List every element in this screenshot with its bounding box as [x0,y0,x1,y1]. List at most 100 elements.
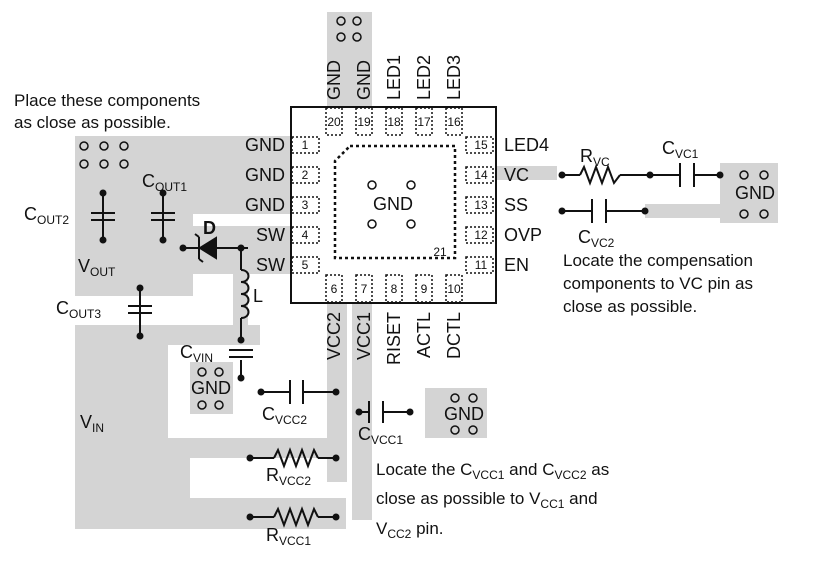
ic-pin-number: 4 [302,228,309,242]
ic-pin-number: 11 [475,258,488,272]
via [406,180,416,190]
ic-pin-pad [355,107,373,136]
components [91,163,695,528]
ic-pin-number: 19 [357,115,371,129]
via [214,400,224,410]
via [406,219,416,229]
cvc2-capacitor-symbol [591,199,607,223]
ic-pin-name: SW [256,255,285,275]
ic-pin-name: LED1 [384,55,404,100]
inductor-label: L [253,286,263,306]
ic-pin-number: 8 [391,282,398,296]
via [336,16,346,26]
junction-dot [716,171,724,179]
ic-pin-pad [415,107,433,136]
ic-pin-name: SS [504,195,528,215]
cvc1-capacitor-symbol [679,163,695,187]
cvin-capacitor-symbol [229,349,253,358]
notes: Place these components as close as possi… [14,91,753,541]
note-vcc-line-2: close as possible to VCC1 and [376,489,598,511]
ic-pin-name: ACTL [414,312,434,358]
via [99,141,109,151]
ic-pin-name: GND [354,60,374,100]
via [759,209,769,219]
via [367,180,377,190]
ic-pin-pad [291,136,320,154]
ic-pin-number: 10 [447,282,461,296]
copper-vin-top [75,325,260,345]
note-vcc-line-1: Locate the CVCC1 and CVCC2 as [376,460,609,482]
via [336,32,346,42]
diode-label: D [203,218,216,238]
rvcc1-label: RVCC1 [266,525,311,548]
vin-label: VIN [80,412,104,435]
via [197,400,207,410]
ic-pin-pad [385,107,403,136]
ic-pin-pad [465,256,494,274]
cout1-label: COUT1 [142,171,187,194]
component-labels: COUT1 COUT2 VOUT COUT3 D L CVIN VIN CVCC… [24,138,775,548]
ic-pin-name: VCC1 [354,312,374,360]
copper-vin-mid2 [168,458,190,498]
via [450,393,460,403]
ic-pin-name: GND [245,135,285,155]
copper-sw [168,226,293,274]
ic-pin-pad [385,274,403,303]
copper-vin-mid [168,438,346,458]
ic-pin-pad [325,107,343,136]
ic-pin-number: 3 [302,198,309,212]
ic-pin-number: 12 [474,228,488,242]
via [468,425,478,435]
ic-pin-pad [465,196,494,214]
via [197,367,207,377]
cvin-label: CVIN [180,342,213,365]
rvcc1-resistor-symbol [273,506,319,528]
copper-vin-left [75,325,168,529]
ic-pin-pad [445,274,463,303]
junction-dot [246,513,254,521]
ic-pin-pad [355,274,373,303]
junction-dot [136,332,144,340]
copper-left-gnd [75,136,293,214]
junction-dot [641,207,649,215]
junction-dot [159,236,167,244]
cvc2-label: CVC2 [578,227,615,250]
ic-pin-name: LED4 [504,135,549,155]
junction-dot [332,513,340,521]
via [79,141,89,151]
junction-dot [179,244,187,252]
ic-pin-name: EN [504,255,529,275]
ic-pin-number: 6 [331,282,338,296]
ic-pin-pad [415,274,433,303]
via [119,159,129,169]
junction-dot [355,408,363,416]
copper-vcc1-trace [352,300,372,398]
ic-pin-name: VCC2 [324,312,344,360]
via [739,170,749,180]
rvcc2-resistor-symbol [273,447,319,469]
ic-pin-number: 18 [387,115,401,129]
rvc-resistor-symbol [579,164,621,186]
cout1-capacitor-symbol [151,212,175,221]
ic-pin-name: LED2 [414,55,434,100]
ic-pin-number: 2 [302,168,309,182]
junction-dots [99,171,724,521]
junction-dot [646,171,654,179]
junction-dot [406,408,414,416]
ic-pin-pad [325,274,343,303]
via-groups [79,16,769,435]
via [352,32,362,42]
via [119,141,129,151]
cvcc1-capacitor-symbol [368,401,384,423]
ic-pin-pad [465,166,494,184]
via [79,159,89,169]
ic-pin-pad [291,166,320,184]
rvc-label: RVC [580,146,610,169]
copper-cvin-gnd [190,362,233,414]
junction-dot [558,207,566,215]
ic-pin-pad [291,256,320,274]
ic-pin-number: 14 [474,168,488,182]
junction-dot [246,454,254,462]
